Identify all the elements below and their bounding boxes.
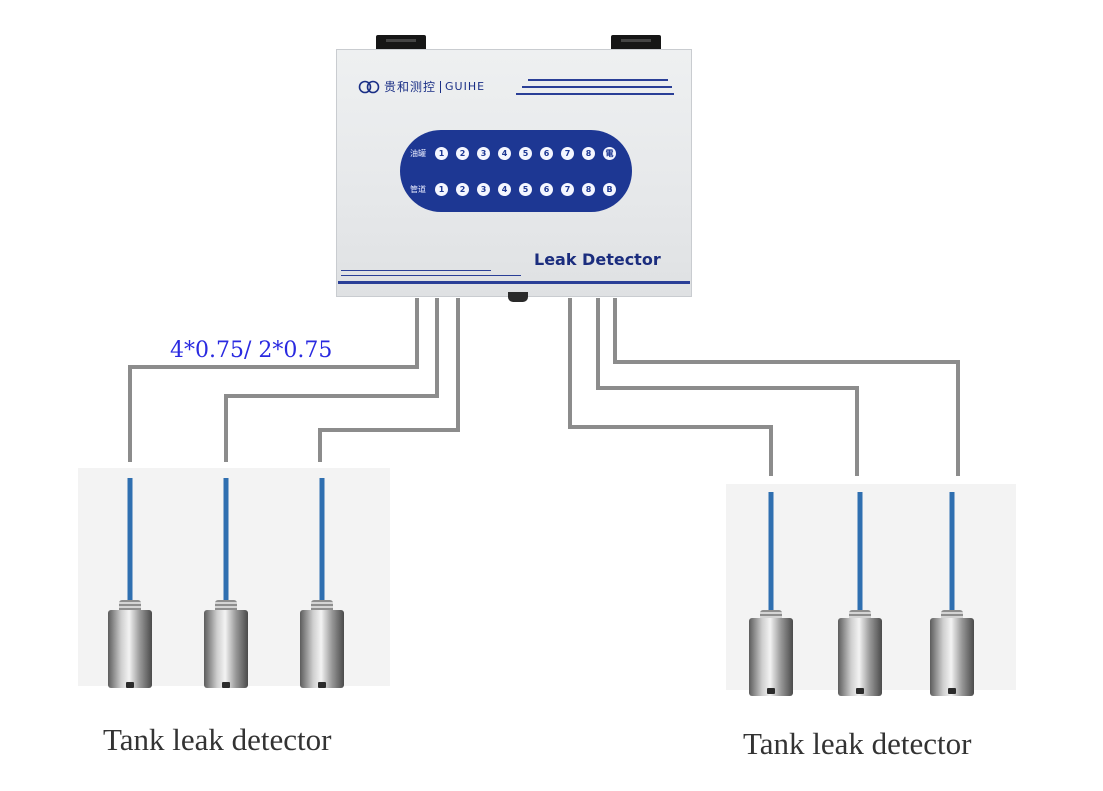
tank-leak-sensor: [300, 610, 344, 688]
indicator-light: 7: [561, 147, 574, 160]
cable-left-2: [224, 298, 439, 462]
tank-leak-sensor: [204, 610, 248, 688]
caption-right: Tank leak detector: [743, 726, 972, 761]
indicator-light: 5: [519, 183, 532, 196]
brand: 贵和测控 GUIHE: [358, 78, 485, 95]
alarm-indicator: B: [603, 183, 616, 196]
cable-left-1: [128, 298, 419, 462]
brand-separator: [440, 80, 442, 93]
sensor-notch: [318, 682, 326, 688]
cable-spec-label: 4*0.75/ 2*0.75: [170, 338, 333, 363]
device-label: Leak Detector: [534, 250, 661, 269]
tank-leak-sensor: [838, 618, 882, 696]
indicator-light: 2: [456, 147, 469, 160]
brand-name-en: GUIHE: [445, 80, 486, 93]
indicator-light: 3: [477, 183, 490, 196]
indicator-row-pipe: 管道 1 2 3 4 5 6 7 8 B: [410, 183, 621, 196]
decor-stripe: [522, 86, 672, 88]
decor-stripe: [516, 93, 674, 95]
decor-stripe: [341, 270, 491, 271]
sensor-notch: [126, 682, 134, 688]
tank-leak-sensor: [930, 618, 974, 696]
cable-left-3: [318, 298, 460, 462]
brand-logo-icon: [358, 80, 380, 93]
cable-gland: [508, 292, 528, 302]
row-label: 油罐: [410, 149, 426, 158]
indicator-row-tank: 油罐 1 2 3 4 5 6 7 8 電: [410, 147, 621, 160]
cable-right-3: [613, 298, 960, 476]
sensor-notch: [856, 688, 864, 694]
mounting-clip-left: [376, 35, 426, 52]
indicator-light: 6: [540, 183, 553, 196]
indicator-light: 1: [435, 183, 448, 196]
power-indicator: 電: [603, 147, 616, 160]
indicator-light: 1: [435, 147, 448, 160]
cable-right-1: [568, 298, 773, 476]
indicator-light: 4: [498, 183, 511, 196]
indicator-light: 3: [477, 147, 490, 160]
caption-left: Tank leak detector: [103, 722, 332, 757]
sensor-notch: [222, 682, 230, 688]
mounting-clip-right: [611, 35, 661, 52]
indicator-light: 8: [582, 183, 595, 196]
indicator-light: 2: [456, 183, 469, 196]
indicator-light: 8: [582, 147, 595, 160]
sensor-notch: [948, 688, 956, 694]
decor-stripe: [338, 281, 690, 284]
indicator-light: 7: [561, 183, 574, 196]
decor-stripe: [528, 79, 668, 81]
indicator-light: 4: [498, 147, 511, 160]
tank-leak-sensor: [108, 610, 152, 688]
decor-stripe: [341, 275, 521, 276]
cable-right-2: [596, 298, 859, 476]
indicator-light: 6: [540, 147, 553, 160]
indicator-panel: 油罐 1 2 3 4 5 6 7 8 電 管道 1 2 3 4 5 6 7 8 …: [400, 130, 632, 212]
tank-leak-sensor: [749, 618, 793, 696]
brand-name-cn: 贵和测控: [384, 80, 437, 94]
sensor-notch: [767, 688, 775, 694]
indicator-light: 5: [519, 147, 532, 160]
row-label: 管道: [410, 185, 426, 194]
